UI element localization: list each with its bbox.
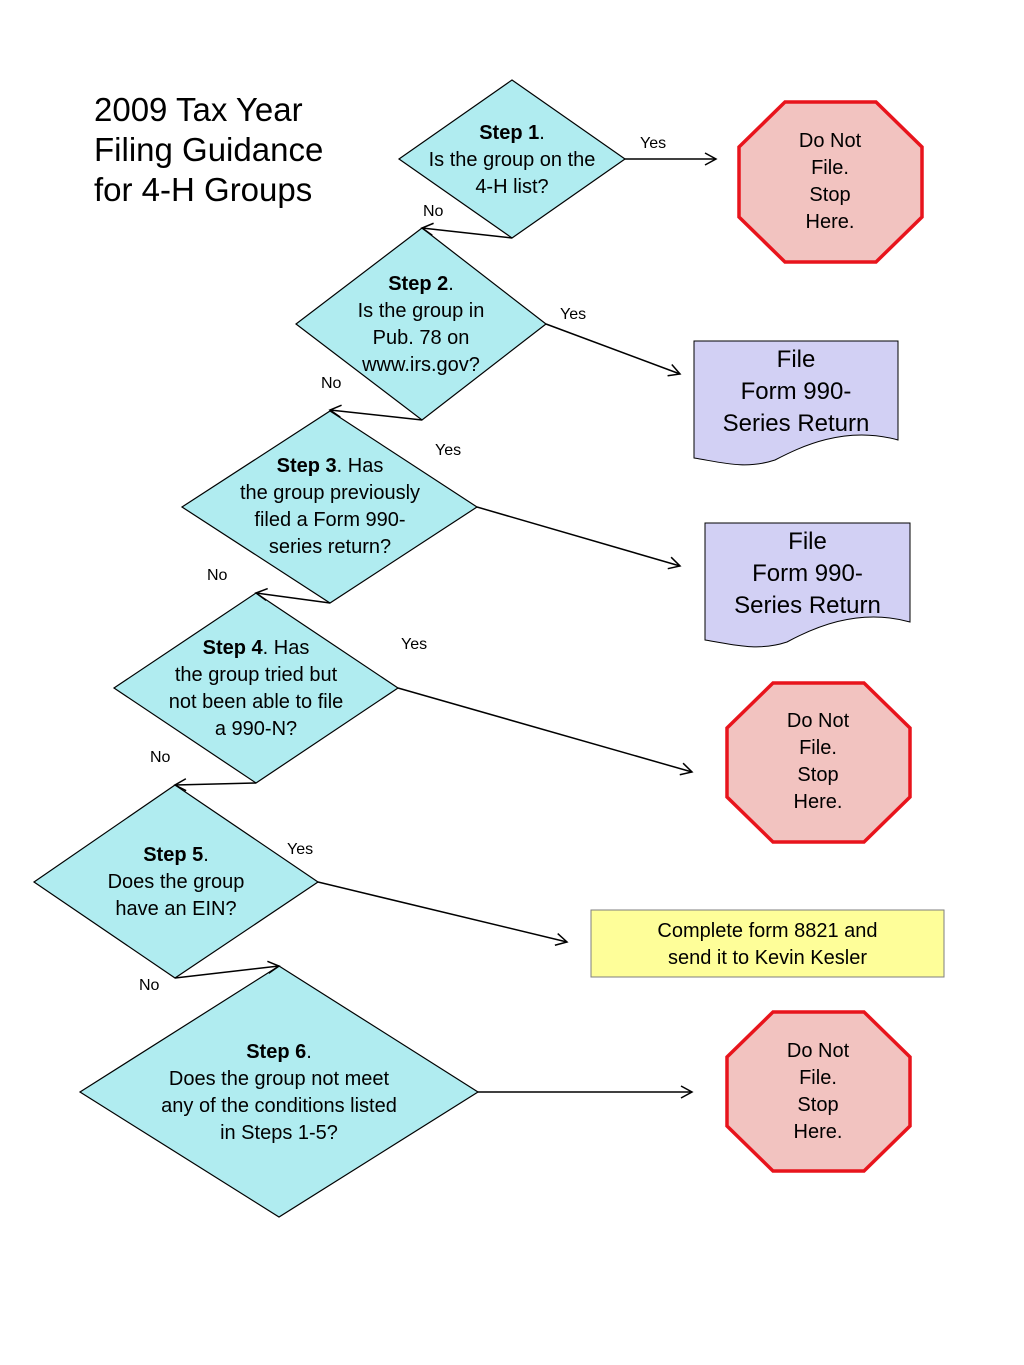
- step-3-label: Step 3: [276, 455, 337, 477]
- stop-1-text: Do Not File. Stop Here.: [798, 130, 862, 233]
- step-1-text: Step 1. Is the group on the 4-H list?: [428, 122, 596, 198]
- note-text: Complete form 8821 and send it to Kevin …: [657, 920, 878, 969]
- step-6-text: Step 6. Does the group not meet any of t…: [161, 1041, 397, 1144]
- edge-label-s5-yes: Yes: [287, 841, 314, 858]
- arrow-s1-no: [420, 222, 513, 239]
- step-2-text: Step 2. Is the group in Pub. 78 on www.i…: [357, 273, 485, 376]
- edge-label-s1-yes: Yes: [640, 135, 667, 152]
- document-1-shape: [693, 340, 899, 466]
- stop-2-octagon: [725, 681, 912, 844]
- step-1-label: Step 1: [479, 122, 540, 144]
- document-2-text: File Form 990- Series Return: [734, 528, 881, 619]
- title-line-1: 2009 Tax Year: [94, 91, 303, 128]
- arrow-s4-no: [173, 778, 257, 792]
- edge-label-s3-yes: Yes: [435, 442, 462, 459]
- arrow-s5-yes: [317, 881, 569, 946]
- arrow-s4-yes: [397, 687, 694, 776]
- stop-2-text: Do Not File. Stop Here.: [786, 710, 850, 813]
- step-6-diamond: [78, 965, 480, 1218]
- edge-label-s3-no: No: [207, 567, 228, 584]
- step-5-label: Step 5: [143, 844, 204, 866]
- title-line-2: Filing Guidance: [94, 131, 324, 168]
- step-5-text: Step 5. Does the group have an EIN?: [107, 844, 245, 920]
- step-4-label: Step 4: [202, 637, 263, 659]
- step-3-text: Step 3. Has the group previously filed a…: [239, 455, 421, 558]
- edge-label-s2-no: No: [321, 375, 342, 392]
- arrow-s3-yes: [476, 506, 682, 570]
- stop-3-octagon: [725, 1010, 912, 1173]
- arrow-s3-no: [254, 587, 331, 604]
- edge-label-s5-no: No: [139, 977, 160, 994]
- arrow-s2-no: [328, 404, 423, 421]
- title-line-3: for 4-H Groups: [94, 171, 313, 208]
- arrow-s2-yes: [545, 323, 682, 377]
- step-2-label: Step 2: [388, 273, 449, 295]
- edge-label-s4-yes: Yes: [401, 636, 428, 653]
- step-4-text: Step 4. Has the group tried but not been…: [168, 637, 344, 740]
- arrow-s5-no: [174, 960, 281, 979]
- edge-label-s1-no: No: [423, 203, 444, 220]
- document-1-text: File Form 990- Series Return: [722, 346, 870, 437]
- stop-3-text: Do Not File. Stop Here.: [786, 1040, 850, 1143]
- document-2-shape: [704, 522, 911, 648]
- edge-label-s4-no: No: [150, 749, 171, 766]
- step-6-label: Step 6: [246, 1041, 307, 1063]
- stop-1-octagon: [737, 100, 924, 264]
- page-title: 2009 Tax Year Filing Guidance for 4-H Gr…: [94, 90, 323, 210]
- note-box: [590, 909, 945, 978]
- edge-label-s2-yes: Yes: [560, 306, 587, 323]
